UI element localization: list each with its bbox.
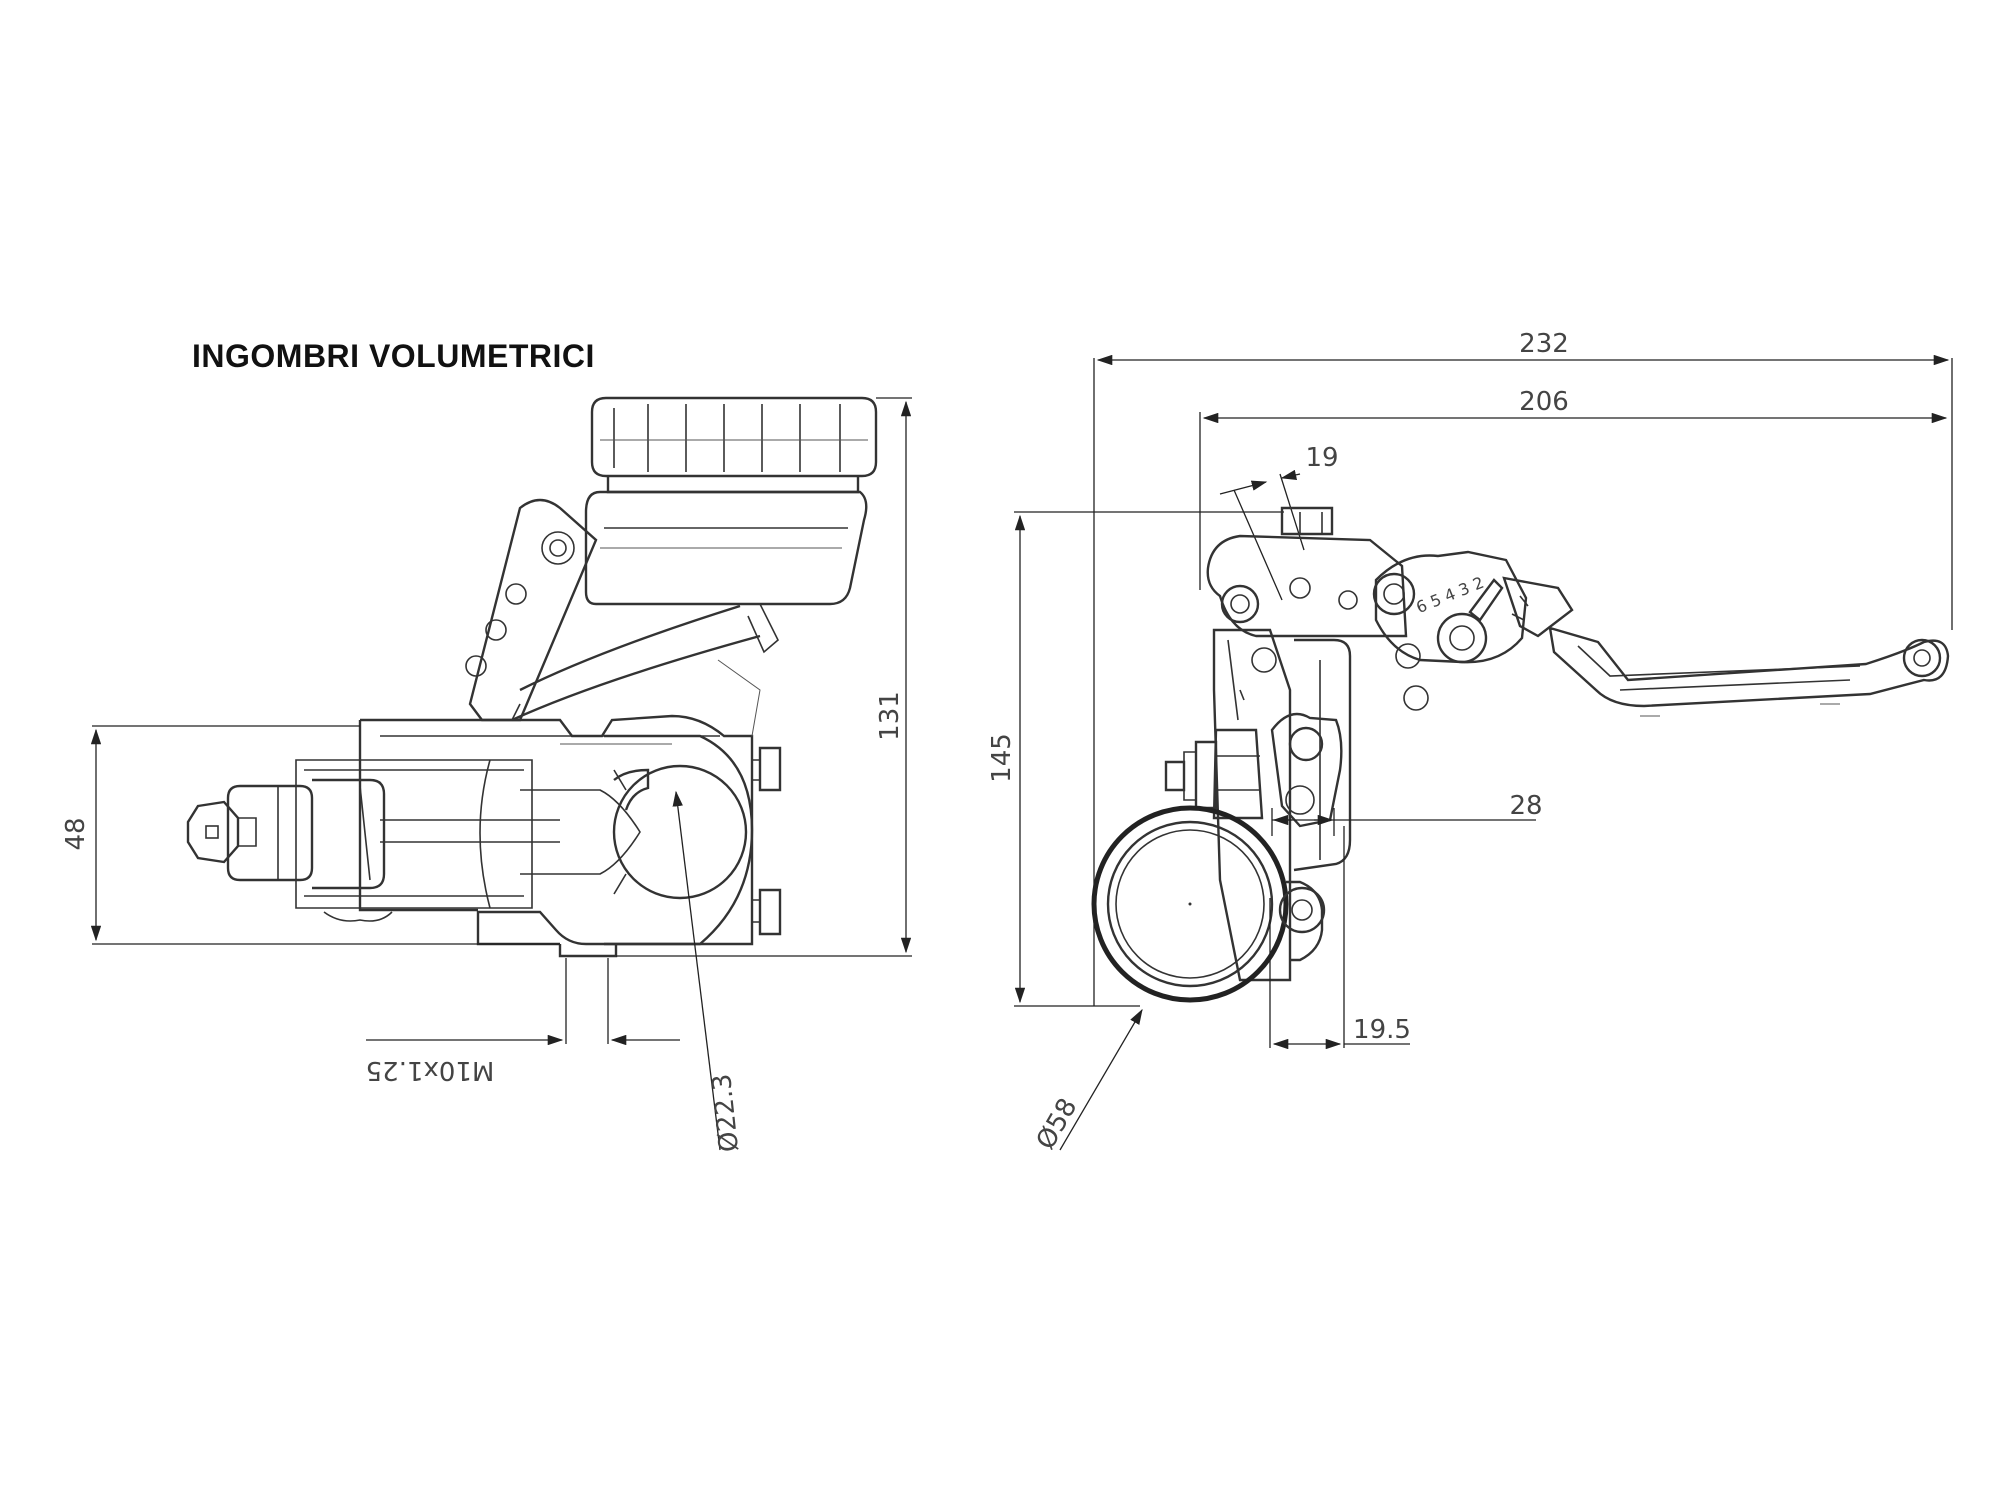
drawing-title: INGOMBRI VOLUMETRICI	[192, 338, 595, 374]
reservoir-cap	[590, 396, 878, 494]
dim-48-label: 48	[61, 817, 91, 850]
round-reservoir	[1091, 805, 1326, 1003]
reservoir-hose	[511, 604, 761, 722]
dim-131-label: 131	[875, 691, 905, 741]
dim-reservoir-diameter	[1059, 1008, 1143, 1151]
push-rod-mechanism	[1164, 712, 1343, 828]
dim-bar-diameter	[672, 790, 721, 1151]
dim-206	[1199, 412, 1948, 590]
dim-145	[1014, 511, 1284, 1007]
bar-clamp	[604, 659, 782, 946]
dim-28-label: 28	[1509, 791, 1542, 821]
dim-19-5	[1269, 826, 1410, 1050]
dim-19-5-label: 19.5	[1353, 1015, 1411, 1045]
dim-thread-label: M10x1.25	[366, 1055, 495, 1085]
reservoir-bracket	[465, 498, 598, 722]
reservoir-body	[584, 490, 868, 654]
lower-boss	[323, 911, 393, 922]
dim-19-label: 19	[1305, 443, 1338, 473]
adjuster-dial	[1372, 550, 1528, 711]
side-view: 48 131 M10x1.25 Ø22.3	[61, 396, 912, 1153]
dim-48	[90, 725, 560, 945]
dim-232	[1093, 354, 1953, 1006]
lever-blade	[1502, 576, 1950, 717]
dim-206-label: 206	[1519, 387, 1569, 417]
dim-131	[616, 397, 912, 957]
dim-thread	[366, 958, 680, 1046]
banjo-fitting	[186, 778, 386, 890]
lever-housing	[1206, 506, 1408, 638]
dim-232-label: 232	[1519, 329, 1569, 359]
pivot-plate	[1212, 628, 1352, 982]
dim-28	[1271, 808, 1536, 836]
lever-position-numbers: 6 5 4 3 2	[1413, 573, 1486, 617]
dim-bar-diameter-label: Ø22.3	[707, 1072, 745, 1153]
thread-stub	[558, 944, 618, 958]
front-view: 232 206 19 145	[987, 329, 1953, 1155]
dim-145-label: 145	[987, 733, 1017, 783]
